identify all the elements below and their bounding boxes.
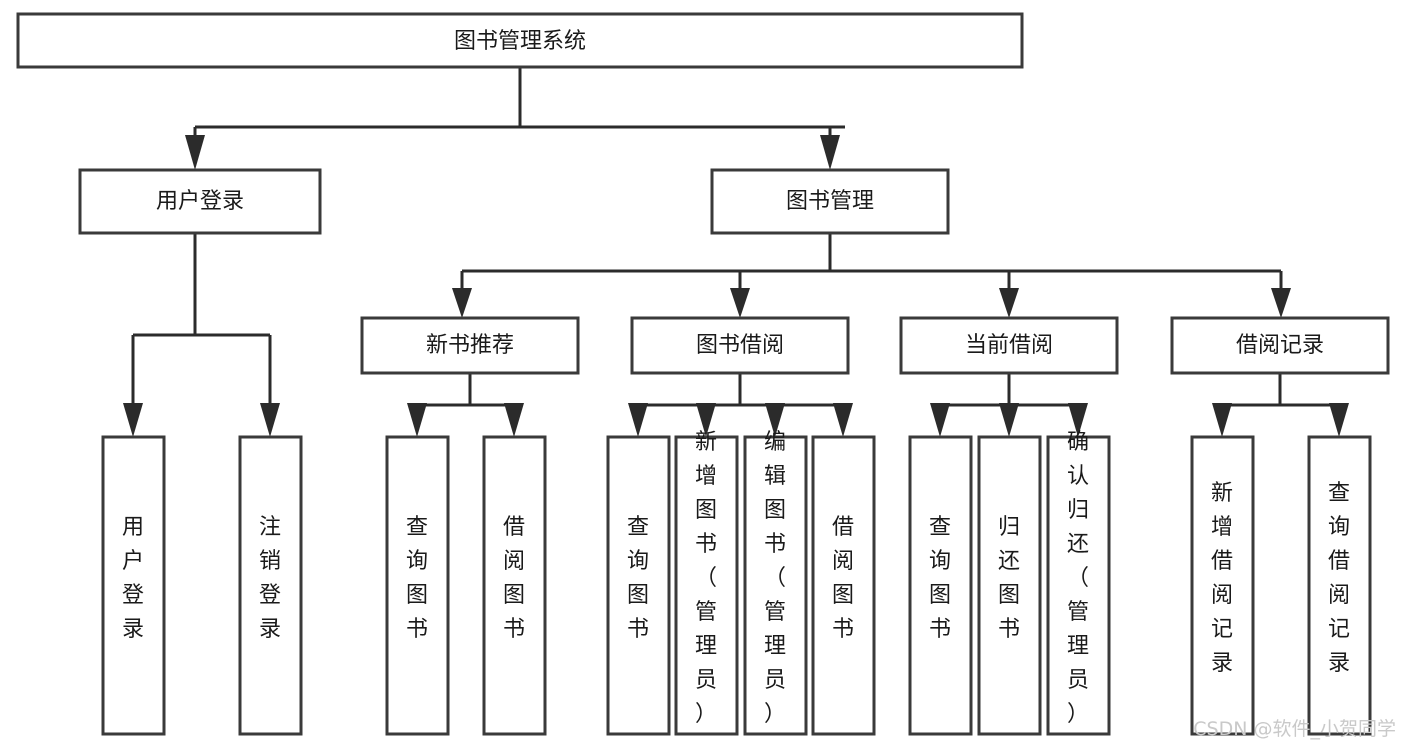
node-leaf-query-book-1-box[interactable]: [385, 435, 450, 736]
node-leaf-edit-book-label: 编辑图书（管理员）: [764, 430, 786, 727]
arrow-head-leaf-query-book-1: [407, 403, 427, 437]
node-leaf-query-book-1[interactable]: 查询图书: [385, 435, 450, 736]
node-leaf-user-login[interactable]: 用户登录: [101, 435, 166, 736]
node-leaf-query-book-3[interactable]: 查询图书: [908, 435, 973, 736]
node-leaf-return-book-box[interactable]: [977, 435, 1042, 736]
connector-group-book-manage: [452, 233, 1291, 318]
node-leaf-add-book[interactable]: 新增图书（管理员）: [674, 430, 739, 736]
connector-group-new-book-recommend: [407, 373, 524, 437]
node-leaf-query-book-2-label: 查询图书: [627, 515, 649, 642]
node-leaf-user-logout[interactable]: 注销登录: [238, 435, 303, 736]
node-leaf-confirm-return[interactable]: 确认归还（管理员）: [1046, 430, 1111, 736]
node-leaf-query-book-2[interactable]: 查询图书: [606, 435, 671, 736]
node-leaf-user-logout-label: 注销登录: [259, 515, 281, 642]
arrow-head-current-borrow: [999, 288, 1019, 318]
arrow-head-new-book-recommend: [452, 288, 472, 318]
arrow-head-leaf-user-logout: [260, 403, 280, 437]
node-leaf-add-record-box[interactable]: [1190, 435, 1255, 736]
node-borrow-record[interactable]: 借阅记录: [1170, 316, 1390, 375]
node-leaf-return-book[interactable]: 归还图书: [977, 435, 1042, 736]
node-user-login-label: 用户登录: [156, 189, 244, 214]
connector-group-current-borrow: [930, 373, 1088, 437]
connector-group-user-login: [123, 233, 280, 437]
node-leaf-user-login-label: 用户登录: [122, 515, 144, 642]
node-leaf-add-record[interactable]: 新增借阅记录: [1190, 435, 1255, 736]
arrow-head-leaf-borrow-book-1: [504, 403, 524, 437]
node-leaf-borrow-book-2-box[interactable]: [811, 435, 876, 736]
arrow-head-leaf-confirm-return: [1068, 403, 1088, 437]
arrow-head-user-login: [185, 135, 205, 170]
arrow-head-leaf-borrow-book-2: [833, 403, 853, 437]
node-root[interactable]: 图书管理系统: [16, 12, 1024, 69]
node-leaf-query-book-2-box[interactable]: [606, 435, 671, 736]
node-leaf-edit-book[interactable]: 编辑图书（管理员）: [743, 430, 808, 736]
arrow-head-borrow-record: [1271, 288, 1291, 318]
node-new-book-recommend-box[interactable]: [360, 316, 580, 375]
node-borrow-record-box[interactable]: [1170, 316, 1390, 375]
arrow-head-book-borrow: [730, 288, 750, 318]
node-current-borrow[interactable]: 当前借阅: [899, 316, 1119, 375]
arrow-head-leaf-query-book-2: [628, 403, 648, 437]
node-leaf-query-book-3-label: 查询图书: [929, 515, 951, 642]
node-leaf-borrow-book-2[interactable]: 借阅图书: [811, 435, 876, 736]
connector-group-root: [185, 67, 845, 170]
node-book-borrow-label: 图书借阅: [696, 333, 784, 358]
node-leaf-add-record-label: 新增借阅记录: [1211, 481, 1233, 676]
node-leaf-user-logout-box[interactable]: [238, 435, 303, 736]
arrow-head-leaf-edit-book: [765, 403, 785, 437]
node-leaf-borrow-book-1-label: 借阅图书: [503, 515, 525, 642]
node-new-book-recommend[interactable]: 新书推荐: [360, 316, 580, 375]
node-borrow-record-label: 借阅记录: [1236, 333, 1324, 358]
node-leaf-query-book-1-label: 查询图书: [406, 515, 428, 642]
node-new-book-recommend-label: 新书推荐: [426, 333, 514, 358]
node-leaf-edit-book-box[interactable]: [743, 435, 808, 736]
node-leaf-add-book-box[interactable]: [674, 435, 739, 736]
node-leaf-query-record-label: 查询借阅记录: [1328, 481, 1350, 676]
connector-group-book-borrow: [628, 373, 853, 437]
arrow-head-leaf-user-login: [123, 403, 143, 437]
arrow-head-leaf-add-record: [1212, 403, 1232, 437]
node-leaf-query-book-3-box[interactable]: [908, 435, 973, 736]
node-leaf-query-record[interactable]: 查询借阅记录: [1307, 435, 1372, 736]
node-user-login-box[interactable]: [78, 168, 322, 235]
node-leaf-borrow-book-1[interactable]: 借阅图书: [482, 435, 547, 736]
node-user-login[interactable]: 用户登录: [78, 168, 322, 235]
connector-group-borrow-record: [1212, 373, 1349, 437]
node-leaf-return-book-label: 归还图书: [998, 515, 1020, 642]
node-book-borrow-box[interactable]: [630, 316, 850, 375]
node-current-borrow-label: 当前借阅: [965, 333, 1053, 358]
node-root-box[interactable]: [16, 12, 1024, 69]
node-leaf-confirm-return-box[interactable]: [1046, 435, 1111, 736]
node-leaf-add-book-label: 新增图书（管理员）: [695, 430, 717, 727]
node-leaf-borrow-book-2-label: 借阅图书: [832, 515, 854, 642]
node-leaf-confirm-return-label: 确认归还（管理员）: [1067, 430, 1089, 727]
arrow-head-book-manage: [820, 135, 840, 170]
arrow-head-leaf-return-book: [999, 403, 1019, 437]
node-book-borrow[interactable]: 图书借阅: [630, 316, 850, 375]
node-root-label: 图书管理系统: [454, 29, 586, 54]
arrow-head-leaf-query-book-3: [930, 403, 950, 437]
node-leaf-borrow-book-1-box[interactable]: [482, 435, 547, 736]
arrow-head-leaf-add-book: [696, 403, 716, 437]
node-book-manage-box[interactable]: [710, 168, 950, 235]
watermark-text: CSDN @软件_小贺同学: [1193, 718, 1396, 740]
node-book-manage[interactable]: 图书管理: [710, 168, 950, 235]
arrow-head-leaf-query-record: [1329, 403, 1349, 437]
node-book-manage-label: 图书管理: [786, 189, 874, 214]
node-leaf-user-login-box[interactable]: [101, 435, 166, 736]
node-current-borrow-box[interactable]: [899, 316, 1119, 375]
node-leaf-query-record-box[interactable]: [1307, 435, 1372, 736]
